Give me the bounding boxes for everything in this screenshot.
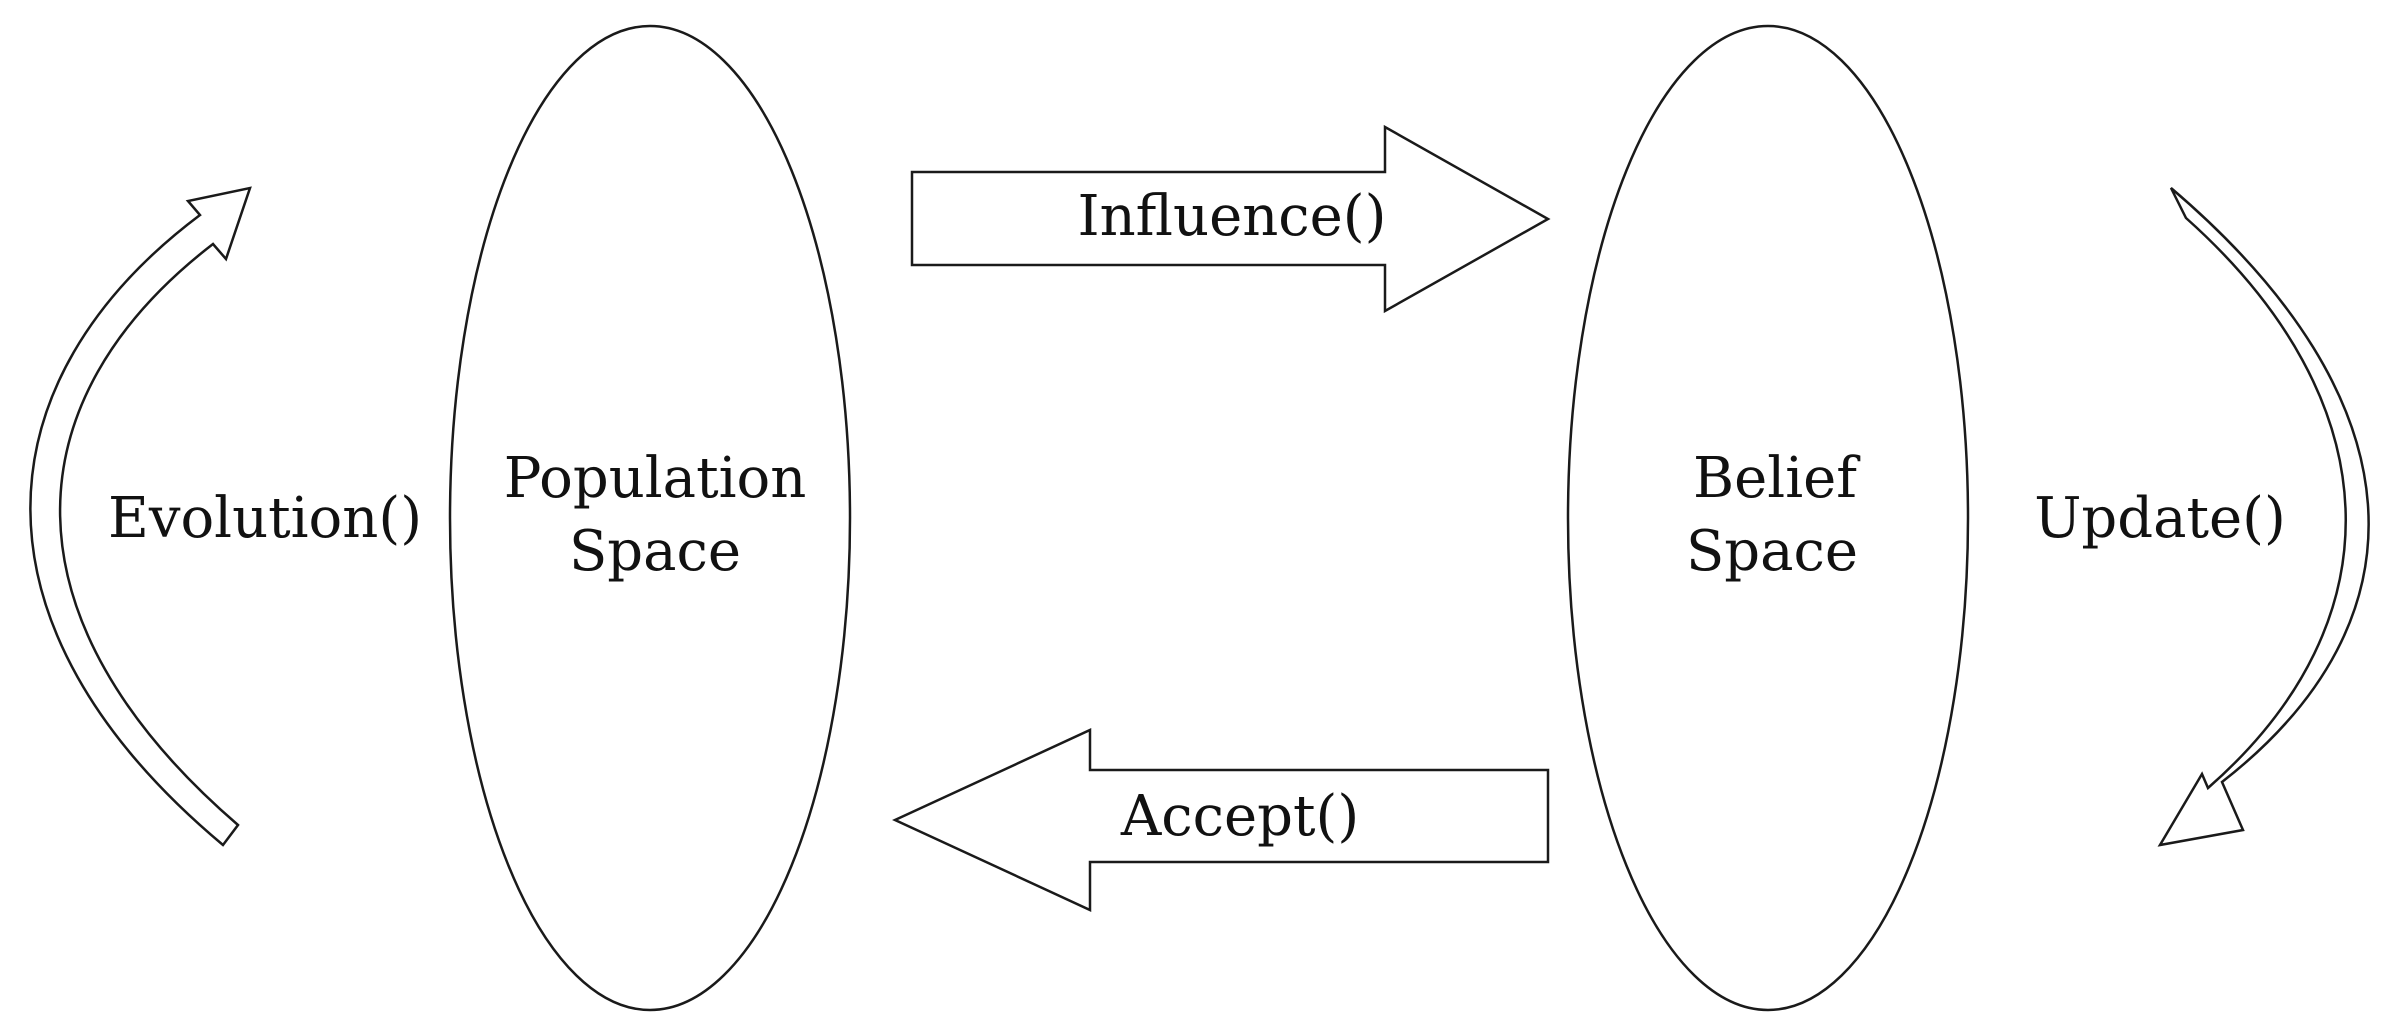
influence-arrow <box>910 124 1551 314</box>
accept-arrow <box>892 728 1550 912</box>
update-label: Update() <box>2034 486 2286 551</box>
belief-space-label-line2: Space <box>1686 519 1858 584</box>
evolution-curved-arrow <box>29 186 252 847</box>
belief-space-ellipse <box>1566 24 1970 1012</box>
accept-label: Accept() <box>1120 784 1359 849</box>
belief-space-label-line1: Belief <box>1693 446 1861 511</box>
influence-label: Influence() <box>1077 184 1386 249</box>
population-space-label-line2: Space <box>569 519 741 584</box>
evolution-label: Evolution() <box>108 486 422 551</box>
update-curved-arrow <box>2157 187 2370 847</box>
population-space-ellipse <box>448 24 852 1012</box>
population-space-label-line1: Population <box>504 446 807 511</box>
